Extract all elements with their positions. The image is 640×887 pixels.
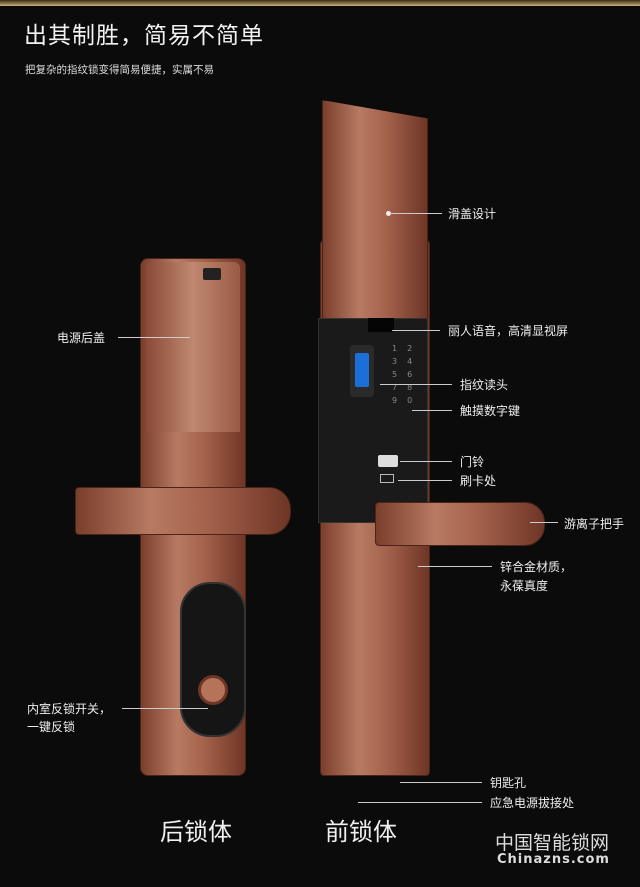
key[interactable]: 5 <box>392 370 398 379</box>
callout-line <box>118 337 190 338</box>
page-title: 出其制胜，简易不简单 <box>24 23 264 49</box>
key[interactable]: 6 <box>407 370 413 379</box>
doorbell-button[interactable] <box>378 455 398 467</box>
key[interactable]: 9 <box>392 396 398 405</box>
slide-cover[interactable] <box>322 100 428 332</box>
label-doorbell: 门铃 <box>460 455 485 469</box>
label-touch-keys: 触摸数字键 <box>460 404 521 418</box>
callout-line <box>418 566 492 567</box>
label-slide-cover: 滑盖设计 <box>448 207 497 221</box>
callout-line <box>358 802 482 803</box>
callout-line <box>412 410 452 411</box>
callout-line <box>122 708 208 709</box>
caption-front-lock: 前锁体 <box>325 818 397 846</box>
callout-line <box>530 522 558 523</box>
battery-latch <box>203 268 221 280</box>
callout-line <box>400 461 452 462</box>
label-voice-screen: 丽人语音，高清显视屏 <box>448 324 569 338</box>
callout-line <box>390 213 442 214</box>
label-material-1: 锌合金材质， <box>500 560 573 574</box>
label-emergency-power: 应急电源拔接处 <box>490 796 575 810</box>
top-border <box>0 0 640 6</box>
screen <box>368 318 394 332</box>
callout-line <box>398 480 452 481</box>
card-icon <box>380 474 394 483</box>
rear-battery-cover <box>146 262 240 432</box>
key[interactable]: 1 <box>392 344 398 353</box>
key[interactable]: 3 <box>392 357 398 366</box>
label-lock-switch-2: 一键反锁 <box>27 720 76 734</box>
key[interactable]: 0 <box>407 396 413 405</box>
callout-line <box>392 330 440 331</box>
key[interactable]: 8 <box>407 383 413 392</box>
label-battery-cover: 电源后盖 <box>57 331 106 345</box>
watermark-cn: 中国智能锁网 <box>495 832 610 854</box>
label-handle: 游离子把手 <box>564 517 625 531</box>
key[interactable]: 2 <box>407 344 413 353</box>
label-fingerprint: 指纹读头 <box>460 378 509 392</box>
key[interactable]: 7 <box>392 383 398 392</box>
fingerprint-sensor <box>355 353 369 387</box>
watermark-en: Chinazns.com <box>497 852 610 867</box>
label-lock-switch-1: 内室反锁开关， <box>27 702 112 716</box>
rear-handle <box>75 487 291 535</box>
callout-line <box>400 782 482 783</box>
lock-knob <box>198 675 228 705</box>
label-card: 刷卡处 <box>460 474 497 488</box>
label-keyhole: 钥匙孔 <box>490 776 527 790</box>
page-subtitle: 把复杂的指纹锁变得简易便捷，实属不易 <box>25 64 214 76</box>
front-handle <box>375 502 545 546</box>
rear-instruction-panel <box>180 582 246 737</box>
callout-line <box>380 384 452 385</box>
caption-rear-lock: 后锁体 <box>160 818 232 846</box>
key[interactable]: 4 <box>407 357 413 366</box>
fingerprint-reader[interactable] <box>350 345 374 397</box>
label-material-2: 永葆真度 <box>500 579 549 593</box>
callout-dot <box>386 211 391 216</box>
